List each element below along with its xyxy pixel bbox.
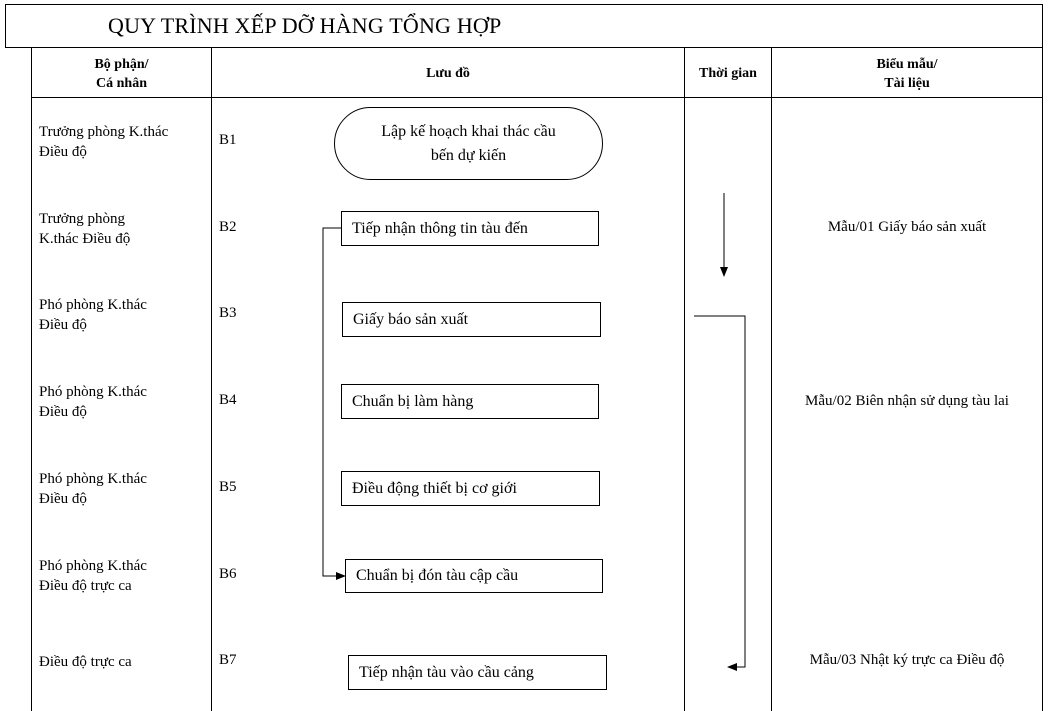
flow-box-b2: Tiếp nhận thông tin tàu đến	[341, 211, 599, 246]
frame-top-border	[5, 4, 1043, 5]
left-margin-border	[31, 47, 32, 711]
step-label-b3: B3	[219, 305, 237, 321]
header-flowchart: Lưu đồ	[426, 66, 470, 81]
department-b3: Phó phòng K.thác Điều độ	[39, 297, 147, 333]
flow-box-b5: Điều động thiết bị cơ giới	[341, 471, 600, 506]
header-department: Bộ phận/ Cá nhân	[94, 57, 149, 91]
department-b7: Điều độ trực ca	[39, 654, 132, 670]
form-b4: Mẫu/02 Biên nhận sử dụng tàu lai	[805, 393, 1009, 409]
step-label-b6: B6	[219, 566, 237, 582]
department-b2: Trưởng phòng K.thác Điều độ	[39, 211, 131, 247]
column-divider-1	[211, 47, 212, 711]
column-divider-2	[684, 47, 685, 711]
header-forms: Biểu mẫu/ Tài liệu	[876, 57, 938, 91]
frame-left-border	[5, 4, 6, 48]
department-b4: Phó phòng K.thác Điều độ	[39, 384, 147, 420]
column-divider-3	[771, 47, 772, 711]
step-label-b1: B1	[219, 132, 237, 148]
flow-box-b7: Tiếp nhận tàu vào cầu cảng	[348, 655, 607, 690]
department-b6: Phó phòng K.thác Điều độ trực ca	[39, 558, 147, 594]
department-b1: Trưởng phòng K.thác Điều độ	[39, 124, 169, 160]
step-label-b2: B2	[219, 219, 237, 235]
document-title: QUY TRÌNH XẾP DỠ HÀNG TỔNG HỢP	[108, 13, 502, 38]
form-b7: Mẫu/03 Nhật ký trực ca Điều độ	[809, 652, 1005, 668]
step-label-b4: B4	[219, 392, 237, 408]
bracket-connector-b2-b6	[322, 227, 346, 580]
department-b5: Phó phòng K.thác Điều độ	[39, 471, 147, 507]
header-bottom-border	[31, 97, 1043, 98]
step-label-b7: B7	[219, 652, 237, 668]
flow-oval-b1: Lập kế hoạch khai thác cầu bến dự kiến	[334, 107, 603, 180]
flow-box-b3: Giấy báo sản xuất	[342, 302, 601, 337]
time-bracket-arrow	[694, 315, 746, 671]
title-bottom-border	[5, 47, 1043, 48]
header-time: Thời gian	[699, 66, 757, 81]
flow-box-b4: Chuẩn bị làm hàng	[341, 384, 599, 419]
step-label-b5: B5	[219, 479, 237, 495]
form-b2: Mẫu/01 Giấy báo sản xuất	[827, 219, 987, 235]
frame-right-border	[1042, 4, 1043, 711]
flow-box-b6: Chuẩn bị đón tàu cập cầu	[345, 559, 603, 593]
